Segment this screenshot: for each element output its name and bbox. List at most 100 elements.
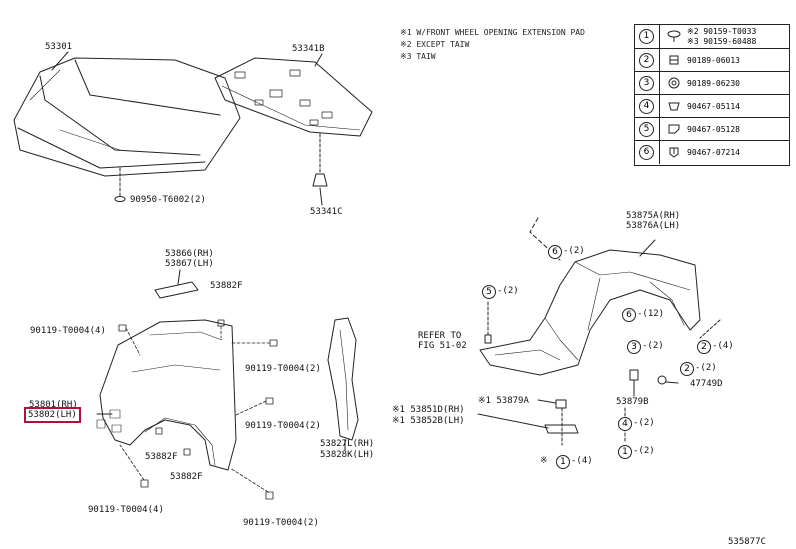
label-hood-cushion: 90950-T6002(2) [130,195,206,205]
hood-insulator [214,57,373,137]
callout-quantity: -(2) [633,446,655,456]
legend-part-number: 90189-06013 [687,56,740,65]
nut-grommet-icon [668,77,680,89]
note-2: ※2 EXCEPT TAIW [400,40,470,49]
legend-number: 6 [639,145,654,160]
label-hood-insulator: 53341B [292,44,325,54]
leader-liner [639,239,656,257]
legend-number: 3 [639,76,654,91]
label-clip-882f-low: 53882F [170,472,203,482]
legend-divider [659,118,660,141]
label-grommet: 47749D [690,379,723,389]
label-pad-rh: ※1 53851D(RH) [392,405,465,415]
liner-extension [327,317,359,441]
leader-seal [177,269,181,285]
label-clip-882f-top: 53882F [210,281,243,291]
fender-seal [154,281,199,299]
label-insulator-clip: 53341C [310,207,343,217]
label-liner-ext-rh: 53827L(RH) [320,439,375,449]
label-figure-code: 535877C [728,537,766,547]
label-bolt-lower-right: 90119-T0004(2) [245,421,321,431]
hood-cushion [114,196,126,202]
legend-row: 4 90467-05114 [635,94,789,118]
legend-part-number: ※3 90159-60488 [687,37,757,46]
retainer-clip-icon [668,124,680,134]
label-bolt-mid-right: 90119-T0004(2) [245,364,321,374]
leader-879a [537,399,557,404]
label-bolt-bottom-right: 90119-T0004(2) [243,518,319,528]
leader-53341c [319,187,323,206]
front-fender [96,319,237,471]
callout-number: 6 [622,308,636,322]
legend-divider [659,25,660,48]
legend-divider [659,49,660,72]
label-liner-ext-lh: 53828K(LH) [320,450,375,460]
callout-quantity: -(2) [695,363,717,373]
grommet-47749d [657,375,667,385]
legend-divider [659,72,660,95]
label-hood: 53301 [45,42,73,52]
callout-number: 2 [680,362,694,376]
clip-icon [668,102,680,111]
legend-row: 5 90467-05128 [635,117,789,141]
label-fender-rh: 53801(RH) [29,400,78,410]
callout-number: 2 [697,340,711,354]
label-pad-879b: 53879B [616,397,649,407]
legend-row: 3 90189-06230 [635,71,789,95]
legend-part-number: ※2 90159-T0033 [687,27,757,36]
label-pad-lh: ※1 53852B(LH) [392,416,465,426]
label-refer-fig: FIG 51-02 [418,341,467,351]
callout-number: 4 [618,417,632,431]
legend-divider [659,95,660,118]
grommet-879b [629,369,639,381]
callout-quantity: -(4) [712,341,734,351]
callout-number: 1 [556,455,570,469]
leader-hood [51,51,69,71]
callout-quantity: -(4) [571,456,593,466]
callout-number: 3 [627,340,641,354]
screw-grommet-icon [669,55,679,65]
leader-pad [477,413,549,429]
callout-prefix: ※ [540,456,548,466]
label-clip-882f-mid: 53882F [145,452,178,462]
wheel-opening-pad [544,424,579,434]
leader-47749d [665,381,679,384]
legend-part-number: 90467-05114 [687,102,740,111]
label-liner-lh: 53876A(LH) [626,221,681,231]
legend-number: 4 [639,99,654,114]
callout-number: 5 [482,285,496,299]
label-seal-rh: 53866(RH) [165,249,214,259]
note-1: ※1 W/FRONT WHEEL OPENING EXTENSION PAD [400,28,585,37]
callout-quantity: -(2) [642,341,664,351]
fastener-legend: 1 ※2 90159-T0033 ※3 90159-60488 2 90189-… [634,24,790,166]
fender-liner [479,249,701,376]
legend-number: 5 [639,122,654,137]
callout-quantity: -(2) [497,286,519,296]
callout-quantity: -(2) [563,246,585,256]
push-clip-icon [667,30,681,42]
insulator-clip [312,173,328,187]
label-refer-to: REFER TO [418,331,462,341]
leader-c2 [699,319,721,339]
legend-row: 1 ※2 90159-T0033 ※3 90159-60488 [635,25,789,48]
legend-number: 2 [639,53,654,68]
callout-number: 1 [618,445,632,459]
label-pad-879a: ※1 53879A [478,396,529,406]
legend-row: 2 90189-06013 [635,48,789,72]
label-liner-rh: 53875A(RH) [626,211,681,221]
label-bolt-bottom-left: 90119-T0004(4) [88,505,164,515]
callout-quantity: -(12) [637,309,665,319]
legend-part-number: 90467-05128 [687,125,740,134]
legend-row: 6 90467-07214 [635,140,789,164]
label-fender-lh: 53802(LH) [24,407,81,423]
callout-number: 6 [548,245,562,259]
legend-part-number: 90467-07214 [687,148,740,157]
note-3: ※3 TAIW [400,52,436,61]
pad-879a [555,399,567,409]
leader-insulator [314,53,323,67]
callout-quantity: -(2) [633,418,655,428]
fastener-clip-icon [669,147,679,158]
legend-number: 1 [639,29,654,44]
